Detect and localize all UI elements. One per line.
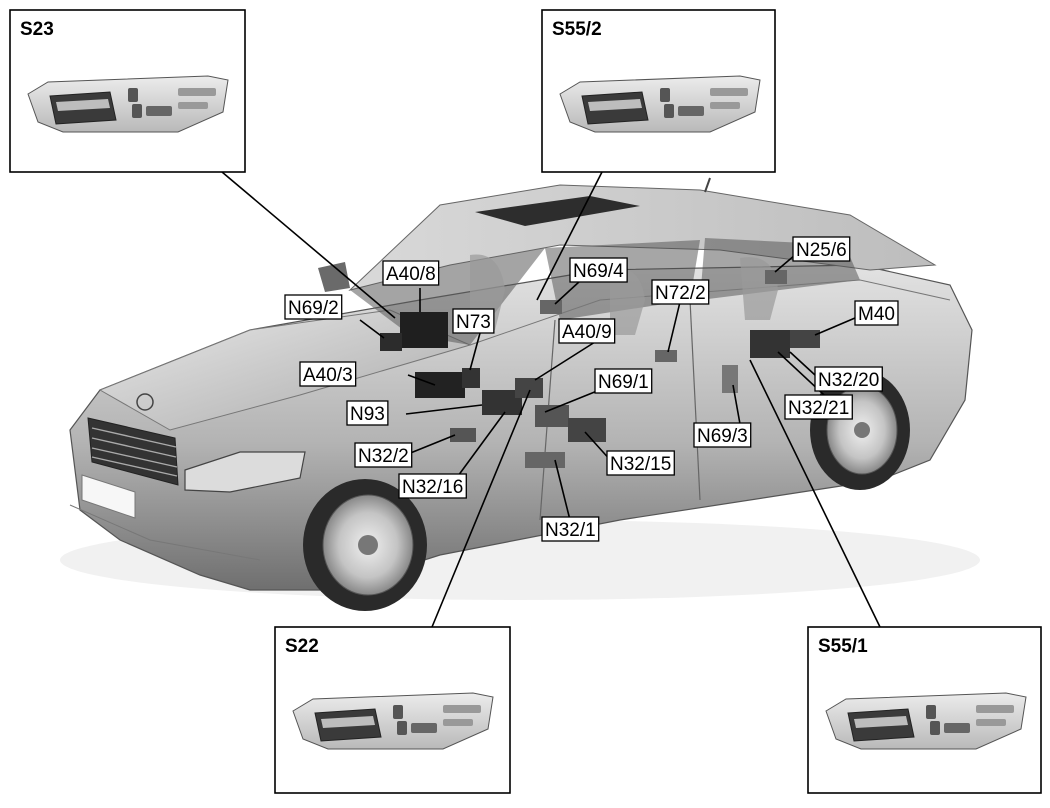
callout-label: N69/2 (288, 298, 339, 319)
callout-label: N32/15 (610, 454, 671, 475)
callout-a40-3: A40/3 (299, 361, 357, 387)
inset-s55-1: S55/1 (807, 626, 1042, 794)
callout-label: A40/9 (562, 322, 612, 343)
callout-label: A40/8 (386, 264, 436, 285)
callout-label: N69/3 (697, 426, 748, 447)
callout-label: N32/2 (358, 446, 409, 467)
callout-label: N72/2 (655, 283, 706, 304)
callout-label: N69/1 (598, 372, 649, 393)
callout-n93: N93 (346, 400, 389, 426)
callout-label: N32/16 (402, 477, 463, 498)
callout-n69-1: N69/1 (594, 368, 653, 394)
inset-title: S55/1 (818, 636, 868, 657)
callout-label: M40 (858, 304, 895, 325)
callout-label: N32/21 (788, 398, 849, 419)
callout-label: N73 (456, 312, 491, 333)
callout-n72-2: N72/2 (651, 279, 710, 305)
callout-label: N32/1 (545, 520, 596, 541)
leader-lines (221, 171, 881, 628)
callout-n32-20: N32/20 (814, 366, 883, 392)
callout-n69-4: N69/4 (569, 257, 628, 283)
inset-title: S23 (20, 19, 54, 40)
callout-m40: M40 (854, 300, 899, 326)
callout-n69-2: N69/2 (284, 294, 343, 320)
inset-title: S55/2 (552, 19, 602, 40)
callout-label: N93 (350, 404, 385, 425)
inset-s55-2: S55/2 (541, 9, 776, 173)
callout-n69-3: N69/3 (693, 422, 752, 448)
callout-n32-1: N32/1 (541, 516, 600, 542)
callout-n32-2: N32/2 (354, 442, 413, 468)
door-switch-panel-icon (292, 692, 494, 750)
door-switch-panel-icon (27, 75, 229, 133)
callout-n32-16: N32/16 (398, 473, 467, 499)
inset-s22: S22 (274, 626, 511, 794)
callout-n73: N73 (452, 308, 495, 334)
callout-label: N25/6 (796, 240, 847, 261)
callout-n32-21: N32/21 (784, 394, 853, 420)
callout-label: N32/20 (818, 370, 879, 391)
callout-label: A40/3 (303, 365, 353, 386)
callout-a40-9: A40/9 (558, 318, 616, 344)
inset-title: S22 (285, 636, 319, 657)
callout-label: N69/4 (573, 261, 624, 282)
callout-a40-8: A40/8 (382, 260, 440, 286)
callout-n32-15: N32/15 (606, 450, 675, 476)
inset-s23: S23 (9, 9, 246, 173)
callout-n25-6: N25/6 (792, 236, 851, 262)
door-switch-panel-icon (559, 75, 761, 133)
door-switch-panel-icon (825, 692, 1027, 750)
